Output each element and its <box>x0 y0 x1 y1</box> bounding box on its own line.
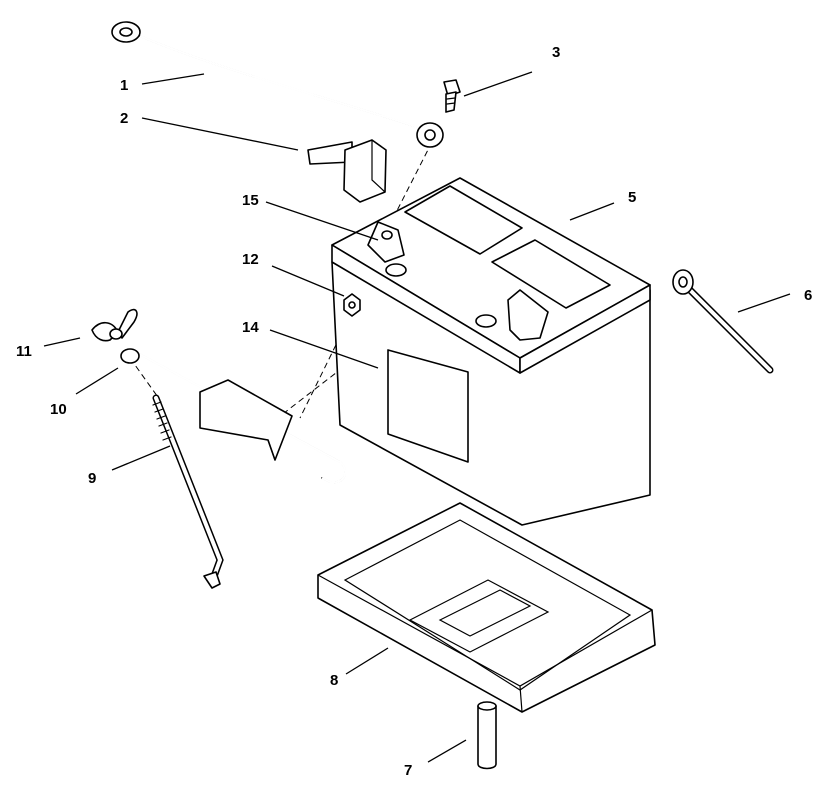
battery-tray-part-8 <box>317 502 656 713</box>
callout-7: 7 <box>404 762 412 779</box>
callout-1: 1 <box>120 77 128 94</box>
callout-10: 10 <box>50 401 67 418</box>
battery-cable-part-1 <box>111 21 444 148</box>
nut-part-12 <box>343 293 361 317</box>
callout-6: 6 <box>804 287 812 304</box>
callout-8: 8 <box>330 672 338 689</box>
callout-9: 9 <box>88 470 96 487</box>
battery-part-5 <box>331 177 651 526</box>
hold-down-bracket-part-10 <box>120 348 347 484</box>
wing-nut-part-11 <box>91 308 138 342</box>
terminal-boot-part-2 <box>307 139 387 203</box>
callout-14: 14 <box>242 319 259 336</box>
callout-3: 3 <box>552 44 560 61</box>
callout-labels: 1 2 3 5 6 7 8 9 10 11 12 14 15 <box>16 44 812 779</box>
spacer-part-7 <box>477 701 497 770</box>
callout-11: 11 <box>16 343 32 360</box>
callout-15: 15 <box>242 192 259 209</box>
callout-5: 5 <box>628 189 636 206</box>
terminal-bolt-part-3 <box>443 79 461 113</box>
terminal-post-part-15 <box>367 221 549 341</box>
callout-2: 2 <box>120 110 128 127</box>
j-bolt-part-9 <box>152 394 224 589</box>
callout-12: 12 <box>242 251 259 268</box>
battery-cable-part-6 <box>672 269 774 374</box>
leader-lines <box>43 71 791 763</box>
